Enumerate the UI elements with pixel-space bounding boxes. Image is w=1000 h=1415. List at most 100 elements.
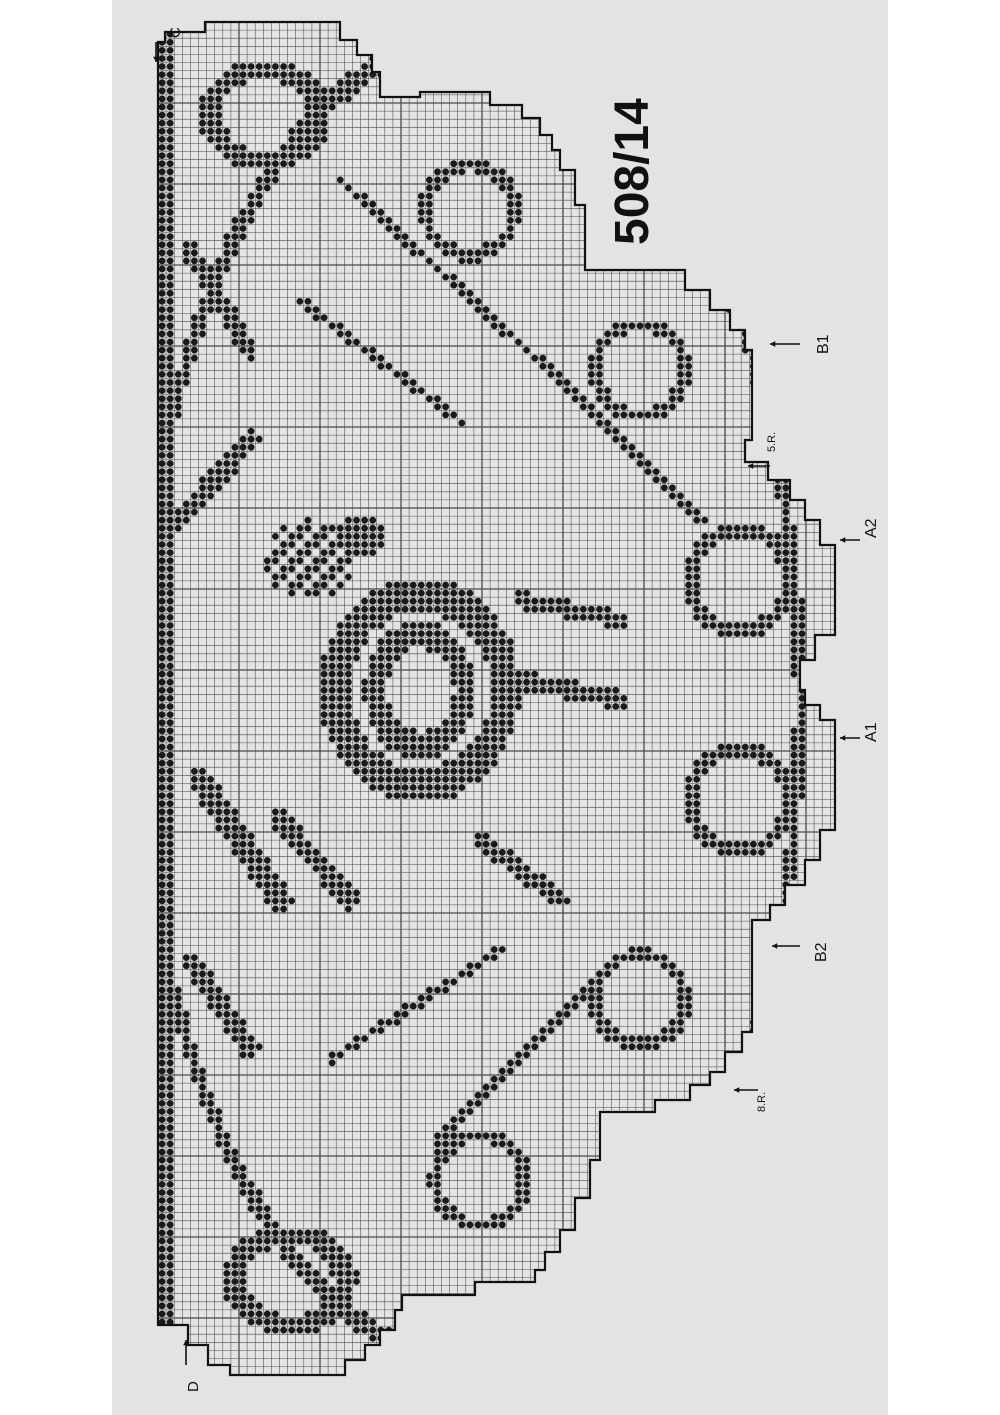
filled-block [166, 387, 174, 394]
filled-block [353, 1035, 360, 1042]
filled-block [247, 208, 255, 216]
filled-block [182, 379, 190, 386]
filled-block [450, 654, 458, 662]
filled-block [223, 241, 231, 249]
filled-block [571, 614, 579, 621]
filled-block [385, 589, 393, 597]
filled-block [458, 703, 466, 710]
filled-block [701, 1164, 709, 1172]
filled-block [223, 144, 231, 151]
filled-block [442, 273, 449, 281]
filled-block [482, 306, 490, 313]
filled-block [158, 946, 166, 953]
filled-block [207, 306, 215, 313]
filled-block [263, 176, 271, 184]
filled-block [215, 79, 223, 87]
filled-block [174, 986, 182, 994]
filled-block [377, 354, 385, 362]
filled-block [507, 654, 514, 662]
filled-block [166, 565, 174, 573]
filled-block [482, 168, 490, 176]
filled-block [385, 727, 393, 735]
filled-block [434, 395, 441, 403]
filled-block [620, 435, 628, 443]
filled-block [563, 55, 571, 62]
marker-b1-label: B1 [815, 334, 832, 354]
filled-block [280, 889, 287, 897]
filled-block [523, 597, 530, 605]
filled-block [320, 127, 328, 135]
filled-block [296, 581, 304, 589]
filled-block [166, 1197, 174, 1204]
filled-block [336, 1051, 344, 1059]
filled-block [239, 346, 247, 354]
filled-block [612, 411, 620, 419]
filled-block [353, 524, 360, 532]
filled-block [758, 1010, 765, 1018]
filled-block [604, 1286, 611, 1293]
filled-block [515, 208, 522, 216]
filled-block [361, 1035, 368, 1042]
filled-block [725, 622, 733, 629]
filled-block [288, 1245, 296, 1253]
filled-block [669, 338, 676, 346]
filled-block [652, 1253, 660, 1261]
filled-block [385, 362, 393, 370]
filled-block [588, 994, 595, 1002]
filled-block [328, 565, 336, 573]
filled-block [320, 1229, 328, 1237]
filled-block [345, 889, 352, 897]
filled-block [304, 71, 312, 78]
filled-block [353, 71, 360, 78]
filled-block [166, 435, 174, 443]
filled-block [571, 1318, 579, 1326]
filled-block [158, 87, 166, 95]
filled-block [247, 346, 255, 354]
filled-block [207, 289, 215, 297]
filled-block [223, 832, 231, 840]
filled-block [466, 605, 474, 613]
filled-block [320, 654, 328, 662]
filled-block [677, 362, 684, 370]
filled-block [474, 30, 482, 38]
filled-block [498, 703, 506, 710]
filled-block [466, 767, 474, 775]
filled-block [620, 622, 628, 629]
filled-block [320, 136, 328, 143]
filled-block [182, 1019, 190, 1026]
filled-block [353, 1278, 360, 1285]
filled-block [296, 298, 304, 305]
filled-block [361, 1318, 368, 1326]
filled-block [166, 1132, 174, 1140]
filled-block [247, 338, 255, 346]
filled-block [401, 1342, 409, 1350]
filled-block [272, 1229, 279, 1237]
filled-block [482, 160, 490, 168]
filled-block [515, 695, 522, 702]
filled-block [701, 767, 709, 775]
filled-block [199, 767, 206, 775]
filled-block [458, 1367, 466, 1374]
filled-block [669, 176, 676, 184]
filled-block [247, 857, 255, 864]
filled-block [369, 719, 377, 727]
filled-block [434, 176, 441, 184]
filled-block [345, 686, 352, 694]
filled-block [758, 1019, 765, 1026]
filled-block [166, 938, 174, 945]
filled-block [247, 848, 255, 856]
filled-block [604, 1294, 611, 1302]
filled-block [409, 597, 417, 605]
filled-block [725, 848, 733, 856]
filled-block [685, 362, 692, 370]
filled-block [515, 703, 522, 710]
filled-block [798, 751, 806, 759]
filled-block [579, 71, 587, 78]
filled-block [474, 751, 482, 759]
filled-block [563, 1334, 571, 1342]
filled-block [288, 136, 296, 143]
filled-block [223, 468, 231, 475]
filled-block [766, 840, 773, 848]
filled-block [377, 727, 385, 735]
filled-block [798, 622, 806, 629]
